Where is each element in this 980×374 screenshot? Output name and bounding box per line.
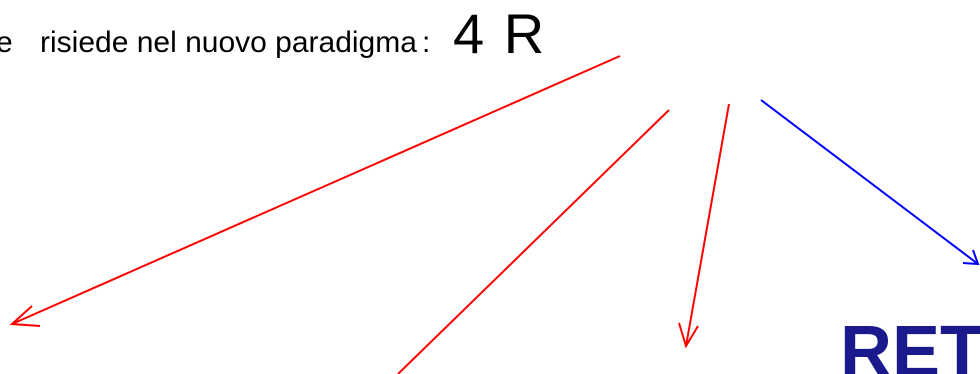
bottom-word-partial: RET bbox=[840, 312, 980, 374]
lead-text-fragment: e bbox=[0, 26, 13, 59]
arrow-right bbox=[760, 99, 980, 266]
arrow-down-left bbox=[397, 109, 670, 374]
central-label: 4 R bbox=[453, 2, 547, 65]
arrow-left bbox=[9, 55, 621, 327]
lead-sentence: risiede nel nuovo paradigma bbox=[40, 26, 417, 59]
colon-mark: : bbox=[422, 26, 431, 59]
arrow-down bbox=[678, 103, 730, 349]
